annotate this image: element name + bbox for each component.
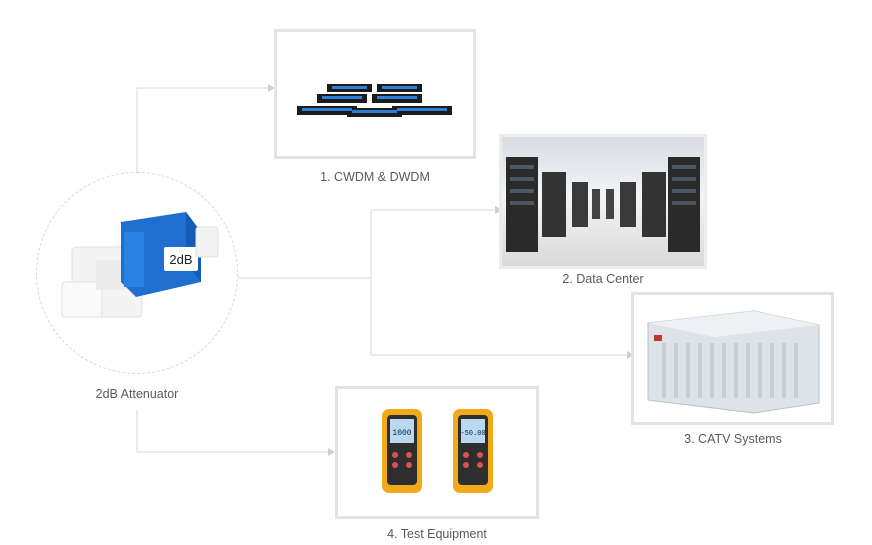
meter-right-display: -50.00 — [460, 430, 485, 438]
datacenter-image — [502, 137, 704, 266]
arrow-catv — [627, 351, 634, 359]
connector-test — [136, 410, 328, 453]
arrow-cwdm — [268, 84, 275, 92]
app-label-catv: 3. CATV Systems — [684, 432, 782, 446]
arrow-test — [328, 448, 335, 456]
catv-frame — [631, 292, 834, 425]
attenuator-device-text: 2dB — [169, 252, 192, 267]
cwdm-image — [297, 84, 452, 117]
meter-left-display: 1000 — [392, 429, 411, 438]
source-label: 2dB Attenuator — [95, 387, 179, 401]
attenuator-circle: 2dB — [36, 172, 238, 374]
datacenter-frame — [499, 134, 707, 269]
arrow-datacenter — [495, 206, 502, 214]
test-image: 1000 -50.00 — [382, 409, 493, 493]
attenuator-image: 2dB — [61, 212, 219, 318]
app-label-test: 4. Test Equipment — [387, 527, 487, 541]
cwdm-frame — [274, 29, 476, 159]
app-label-datacenter: 2. Data Center — [562, 272, 644, 286]
app-label-cwdm: 1. CWDM & DWDM — [320, 170, 430, 184]
catv-image — [647, 310, 820, 414]
connector-cwdm — [136, 87, 268, 172]
test-frame: 1000 -50.00 — [335, 386, 539, 519]
